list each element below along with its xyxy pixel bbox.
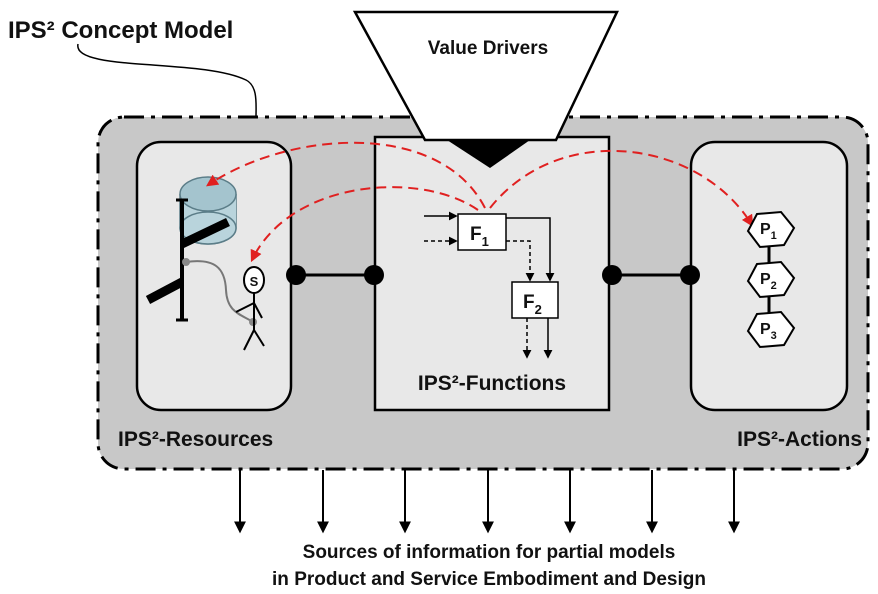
resources-label: IPS²-Resources [118, 428, 273, 451]
footer-line-2: in Product and Service Embodiment and De… [272, 569, 706, 590]
function-block-f2 [511, 281, 559, 319]
function-f2-label: F2 [523, 292, 542, 317]
person-icon [235, 266, 265, 351]
functions-label: IPS²-Functions [418, 372, 566, 395]
process-p3-label: P3 [760, 321, 777, 342]
value-drivers-funnel [352, 10, 619, 142]
process-p2-label: P2 [760, 271, 777, 292]
information-output-arrows [234, 470, 740, 534]
resources-link-node [286, 265, 306, 285]
f1-f2-flow-solid [506, 217, 555, 282]
actions-label: IPS²-Actions [737, 428, 862, 451]
function-f1-label: F1 [470, 224, 489, 249]
machine-icon [145, 176, 237, 322]
f1-f2-flow-dashed [506, 240, 535, 282]
process-p2-icon [746, 260, 796, 299]
functions-link-node-left [364, 265, 384, 285]
person-mark: S [250, 274, 259, 289]
diagram-title: IPS² Concept Model [8, 17, 233, 44]
function-block-f1 [457, 213, 507, 251]
footer-line-1: Sources of information for partial model… [303, 542, 676, 563]
relation-arrow-to-machine [206, 141, 486, 209]
process-p3-icon [746, 310, 796, 349]
functions-panel [373, 135, 611, 412]
process-p1-label: P1 [760, 221, 777, 242]
actions-link-node [680, 265, 700, 285]
functions-link-node-right [602, 265, 622, 285]
relation-arrow-to-p1 [489, 150, 754, 228]
funnel-arrowhead [447, 140, 530, 168]
process-p1-icon [746, 210, 796, 249]
cable-joint-top [182, 258, 190, 266]
cable-line [185, 260, 254, 323]
value-drivers-label: Value Drivers [428, 38, 548, 59]
title-connector [77, 43, 257, 118]
